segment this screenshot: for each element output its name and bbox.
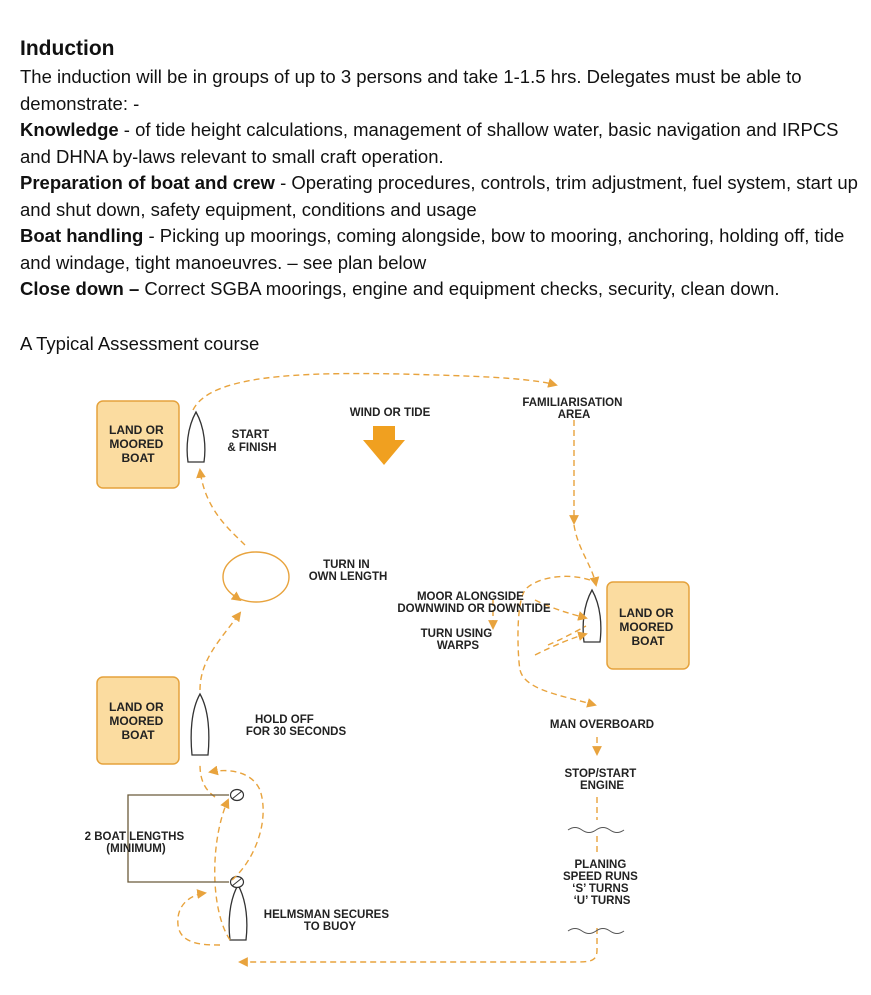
item-text: - of tide height calculations, managemen… xyxy=(20,119,839,167)
boat-icon xyxy=(582,588,602,643)
section-heading: Induction xyxy=(20,37,115,60)
boat-icon xyxy=(190,692,210,756)
start-finish-label: START & FINISH xyxy=(227,429,276,454)
route-start-to-familiarisation xyxy=(192,372,558,411)
wind-or-tide-label: WIND OR TIDE xyxy=(350,407,431,419)
document-text: Induction The induction will be in group… xyxy=(20,36,860,303)
route-to-moor-2 xyxy=(573,524,600,587)
moor-alongside-label: MOOR ALONGSIDE DOWNWIND OR DOWNTIDE xyxy=(397,591,551,615)
route-to-hold-off xyxy=(199,764,216,798)
stop-start-label: STOP/START ENGINE xyxy=(565,768,640,792)
wind-arrow-icon xyxy=(363,426,405,465)
box-label: LAND OR MOORED BOAT xyxy=(619,606,677,648)
land-box-top-left xyxy=(96,400,180,489)
wave-icon xyxy=(567,928,625,934)
knowledge-item: Knowledge - of tide height calculations,… xyxy=(20,117,860,170)
route-planing-bottom xyxy=(238,928,598,967)
boat-handling-item: Boat handling - Picking up moorings, com… xyxy=(20,223,860,276)
box-label: LAND OR MOORED BOAT xyxy=(109,423,167,465)
item-label: Preparation of boat and crew xyxy=(20,172,275,193)
route-alongside-2 xyxy=(534,631,588,656)
item-label: Boat handling xyxy=(20,225,144,246)
land-box-right xyxy=(606,581,690,670)
route-helm-loop xyxy=(177,889,221,946)
item-label: Close down – xyxy=(20,278,140,299)
boat-icon xyxy=(186,410,206,463)
route-buoy-loop xyxy=(208,765,264,881)
diagram-caption: A Typical Assessment course xyxy=(20,333,260,354)
close-down-item: Close down – Correct SGBA moorings, engi… xyxy=(20,276,860,303)
preparation-item: Preparation of boat and crew - Operating… xyxy=(20,170,860,223)
box-label: LAND OR MOORED BOAT xyxy=(109,700,167,742)
boat-lengths-bracket xyxy=(127,794,229,883)
planing-label: PLANING SPEED RUNS ‘S’ TURNS ‘U’ TURNS xyxy=(563,859,641,907)
turn-circle xyxy=(222,551,290,603)
route-turn-to-start xyxy=(196,468,246,546)
buoy-icon xyxy=(229,788,245,802)
item-label: Knowledge xyxy=(20,119,119,140)
two-boat-lengths-label: 2 BOAT LENGTHS (MINIMUM) xyxy=(85,831,188,855)
man-overboard-label: MAN OVERBOARD xyxy=(550,719,654,731)
item-text: - Picking up moorings, coming alongside,… xyxy=(20,225,845,273)
route-moor-down xyxy=(547,625,587,646)
item-text: - Operating procedures, controls, trim a… xyxy=(20,172,858,220)
boat-icon xyxy=(228,883,248,941)
route-alongside xyxy=(534,599,588,621)
buoy-icon xyxy=(229,875,245,889)
item-text: Correct SGBA moorings, engine and equipm… xyxy=(139,278,780,299)
route-up-to-turn xyxy=(199,611,242,691)
route-helm-up xyxy=(214,798,231,941)
wave-icon xyxy=(567,827,625,833)
turn-own-length-label: TURN IN OWN LENGTH xyxy=(309,559,388,583)
route-moor-loop xyxy=(517,575,597,708)
turn-using-warps-label: TURN USING WARPS xyxy=(421,628,496,652)
helmsman-label: HELMSMAN SECURES TO BUOY xyxy=(264,909,392,933)
land-box-mid-left xyxy=(96,676,180,765)
intro-paragraph: The induction will be in groups of up to… xyxy=(20,66,802,114)
familiarisation-label: FAMILIARISATION AREA xyxy=(522,397,625,421)
hold-off-label: HOLD OFF FOR 30 SECONDS xyxy=(246,714,347,738)
